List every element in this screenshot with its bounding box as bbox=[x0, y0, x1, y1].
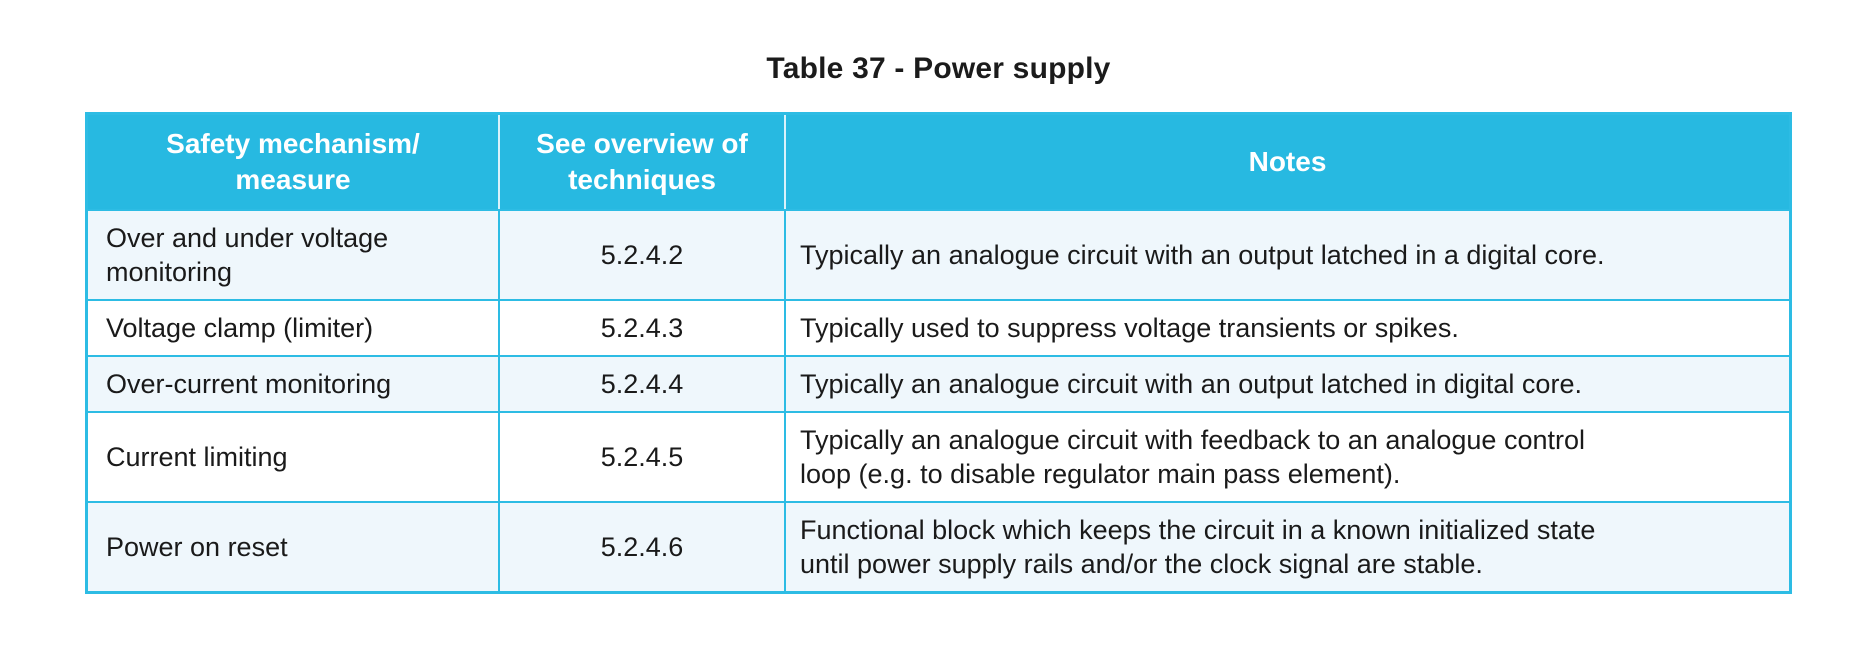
header-row: Safety mechanism/ measure See overview o… bbox=[88, 115, 1789, 209]
cell-mechanism: Over-current monitoring bbox=[88, 355, 498, 411]
page-title: Table 37 - Power supply bbox=[766, 52, 1111, 85]
document-page: Table 37 - Power supply Safety mechanism… bbox=[85, 0, 1792, 594]
table-row: Power on reset 5.2.4.6 Functional block … bbox=[88, 501, 1789, 591]
table-row: Current limiting 5.2.4.5 Typically an an… bbox=[88, 411, 1789, 501]
cell-technique: 5.2.4.6 bbox=[498, 501, 784, 591]
cell-mechanism: Over and under voltage monitoring bbox=[88, 209, 498, 299]
cell-mechanism: Current limiting bbox=[88, 411, 498, 501]
table-row: Voltage clamp (limiter) 5.2.4.3 Typicall… bbox=[88, 299, 1789, 355]
cell-mechanism: Voltage clamp (limiter) bbox=[88, 299, 498, 355]
header-cell-notes: Notes bbox=[784, 115, 1789, 209]
cell-mechanism: Power on reset bbox=[88, 501, 498, 591]
cell-technique: 5.2.4.2 bbox=[498, 209, 784, 299]
cell-note: Typically an analogue circuit with an ou… bbox=[784, 209, 1789, 299]
cell-note: Typically an analogue circuit with an ou… bbox=[784, 355, 1789, 411]
cell-technique: 5.2.4.3 bbox=[498, 299, 784, 355]
header-cell-safety-mechanism: Safety mechanism/ measure bbox=[88, 115, 498, 209]
table-body: Over and under voltage monitoring 5.2.4.… bbox=[88, 209, 1789, 591]
table-header: Safety mechanism/ measure See overview o… bbox=[88, 115, 1789, 209]
cell-note: Typically used to suppress voltage trans… bbox=[784, 299, 1789, 355]
cell-note: Functional block which keeps the circuit… bbox=[784, 501, 1789, 591]
cell-technique: 5.2.4.4 bbox=[498, 355, 784, 411]
power-supply-table: Safety mechanism/ measure See overview o… bbox=[85, 112, 1792, 594]
cell-note: Typically an analogue circuit with feedb… bbox=[784, 411, 1789, 501]
header-cell-see-overview: See overview of techniques bbox=[498, 115, 784, 209]
table-row: Over-current monitoring 5.2.4.4 Typicall… bbox=[88, 355, 1789, 411]
table-row: Over and under voltage monitoring 5.2.4.… bbox=[88, 209, 1789, 299]
cell-technique: 5.2.4.5 bbox=[498, 411, 784, 501]
